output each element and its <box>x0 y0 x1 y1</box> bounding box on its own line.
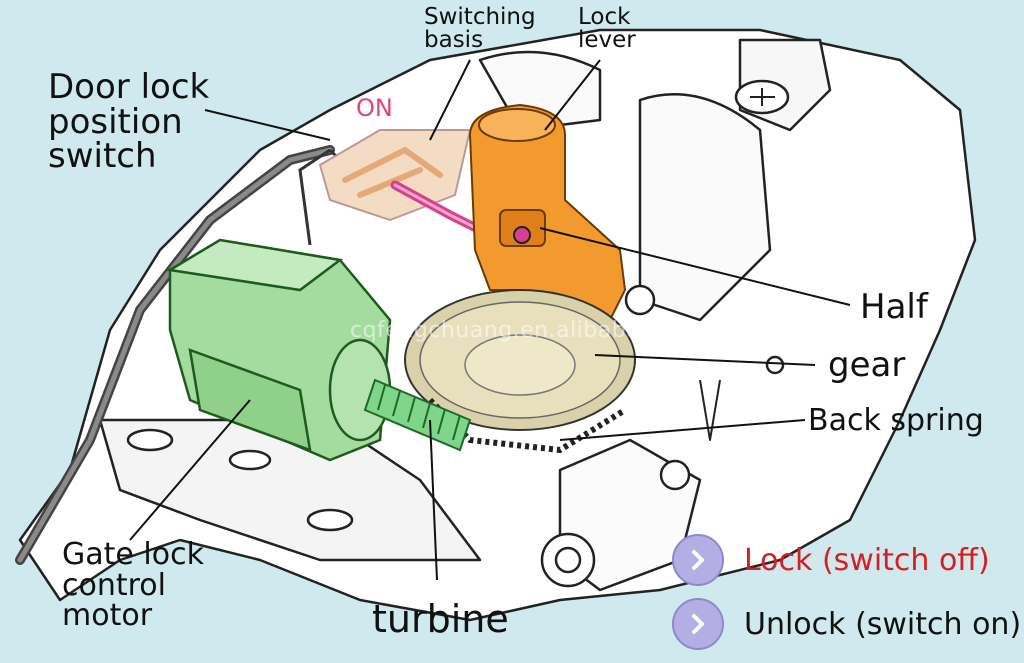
label-gear: gear <box>828 345 906 385</box>
label-half: Half <box>860 287 928 327</box>
label-on: ON <box>356 94 393 122</box>
turbine-worm-shape <box>363 378 472 452</box>
half-gear-shape <box>404 289 636 454</box>
legend-unlock-label: Unlock (switch on) <box>744 606 1022 642</box>
chevron-right-icon <box>692 550 704 570</box>
label-back-spring: Back spring <box>808 403 984 438</box>
label-gate-lock-control-motor: Gate lock control motor <box>62 537 204 634</box>
chevron-right-icon <box>692 614 704 634</box>
legend-unlock-button[interactable] <box>672 598 724 650</box>
label-switching-basis: Switching basis <box>424 4 536 54</box>
legend-row-lock: Lock (switch off) <box>672 534 990 586</box>
label-lock-lever: Lock lever <box>578 4 636 54</box>
leader-lines <box>129 59 851 581</box>
label-door-lock-position-switch: Door lock position switch <box>48 67 210 177</box>
label-turbine: turbine <box>372 597 509 641</box>
legend-lock-label: Lock (switch off) <box>744 542 990 578</box>
legend-row-unlock: Unlock (switch on) <box>672 598 1021 650</box>
watermark: cqfengchuang.en.alibaba.com <box>350 318 697 343</box>
legend-lock-button[interactable] <box>672 534 724 586</box>
